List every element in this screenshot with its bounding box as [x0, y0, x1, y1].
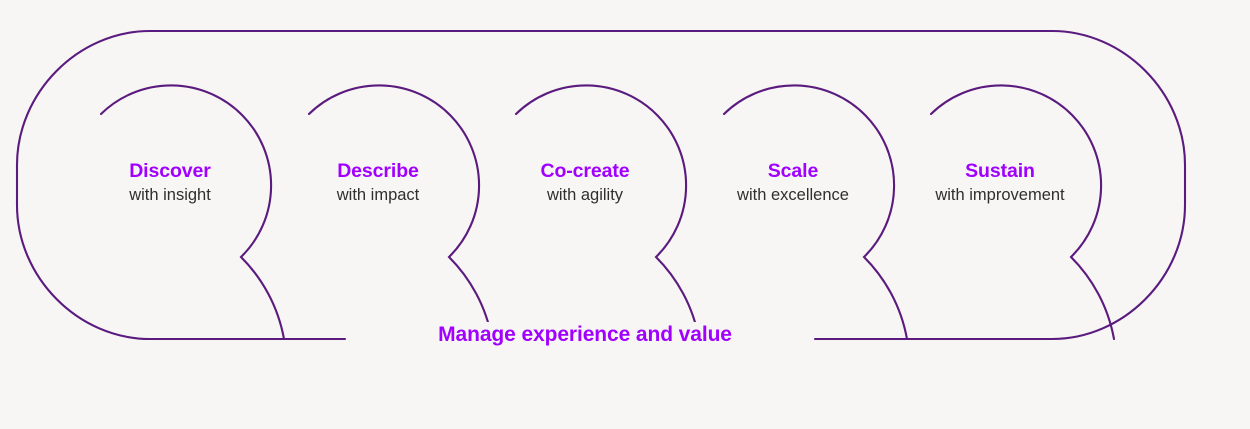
stage-arc-scale	[722, 84, 909, 341]
stage-label-sustain[interactable]: Sustain with improvement	[885, 160, 1115, 206]
stage-subtitle-describe: with impact	[336, 186, 420, 204]
stage-arc-sustain	[929, 84, 1116, 341]
stage-title-discover: Discover	[129, 160, 211, 182]
stage-label-cocreate[interactable]: Co-create with agility	[470, 160, 700, 206]
stage-label-scale[interactable]: Scale with excellence	[678, 160, 908, 206]
footer-caption: Manage experience and value	[420, 322, 750, 348]
stage-title-sustain: Sustain	[965, 160, 1035, 182]
stage-subtitle-cocreate: with agility	[546, 186, 624, 204]
stage-title-scale: Scale	[767, 160, 819, 182]
stage-arc-discover	[99, 84, 286, 341]
stage-subtitle-discover: with insight	[129, 186, 211, 204]
stage-subtitle-scale: with excellence	[737, 186, 849, 204]
stage-label-describe[interactable]: Describe with impact	[263, 160, 493, 206]
stage-label-discover[interactable]: Discover with insight	[55, 160, 285, 206]
stage-title-cocreate: Co-create	[540, 160, 630, 182]
stage-title-describe: Describe	[337, 160, 419, 182]
outer-loop-left-and-top	[15, 29, 347, 341]
stage-arc-describe	[307, 84, 494, 341]
stage-subtitle-sustain: with improvement	[935, 186, 1065, 204]
outer-loop-right-and-bottom	[343, 29, 1187, 341]
stage-arc-cocreate	[514, 84, 701, 341]
